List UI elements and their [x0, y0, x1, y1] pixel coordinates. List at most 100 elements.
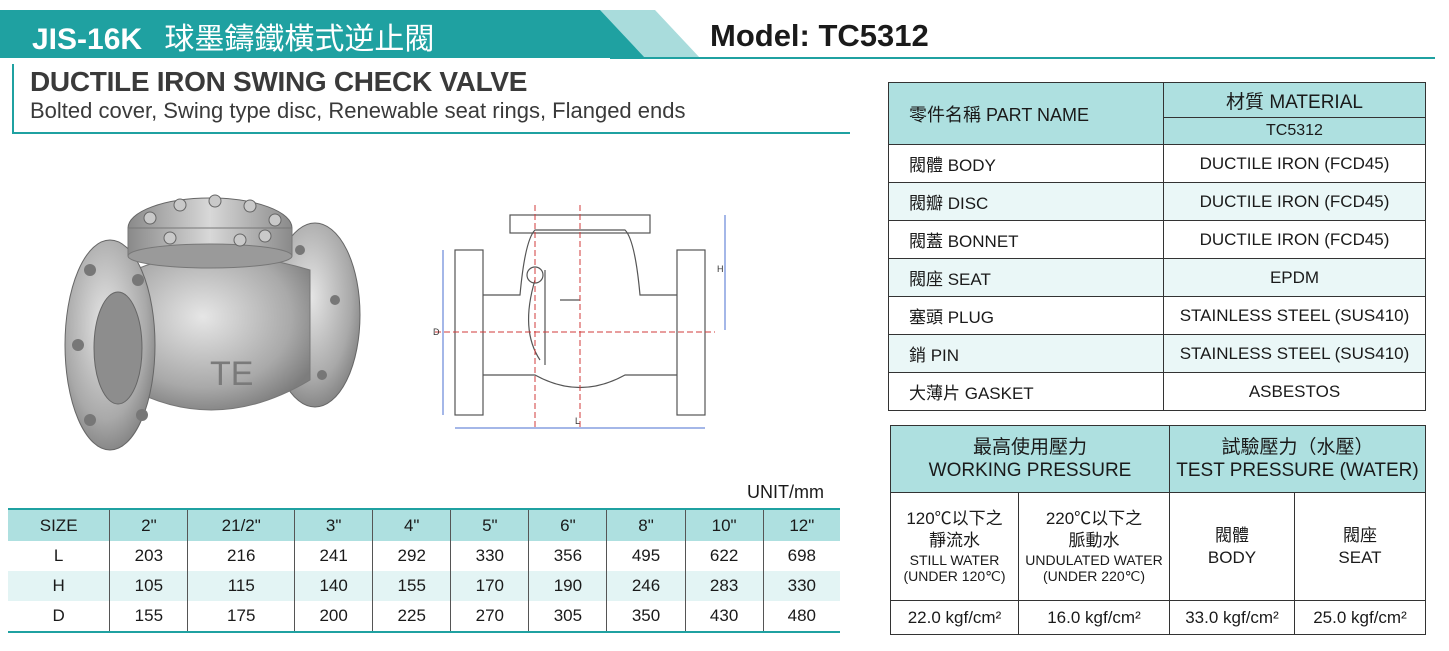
table-cell: 356: [528, 541, 608, 571]
undulated-water-temp: 220℃以下之: [1045, 509, 1143, 528]
model-number: Model: TC5312: [710, 18, 929, 53]
table-cell: 225: [372, 601, 452, 633]
part-name: 閥體 BODY: [888, 144, 1164, 183]
table-cell: 203: [109, 541, 189, 571]
still-water-temp: 120℃以下之: [906, 509, 1003, 528]
pressure-value: 16.0 kgf/cm²: [1018, 600, 1170, 635]
table-cell: 155: [109, 601, 189, 633]
header-rule: [610, 57, 1435, 59]
dim-label-h: H: [717, 264, 724, 274]
table-cell: 430: [685, 601, 764, 633]
header-cell: 12": [763, 508, 840, 541]
part-name: 塞頭 PLUG: [888, 296, 1164, 335]
section-drawing: D L H: [433, 205, 726, 430]
table-cell: L: [8, 541, 111, 571]
pressure-value: 22.0 kgf/cm²: [890, 600, 1019, 635]
test-pressure-en: TEST PRESSURE (WATER): [1176, 460, 1419, 481]
still-water-note: (UNDER 120℃): [903, 568, 1006, 584]
table-cell: 175: [187, 601, 296, 633]
material-value: DUCTILE IRON (FCD45): [1163, 182, 1426, 221]
table-cell: 305: [528, 601, 608, 633]
seat-cell: 閥座 SEAT: [1294, 492, 1426, 601]
undulated-water-cn: 脈動水: [1068, 531, 1120, 550]
still-water-cn: 靜流水: [929, 531, 980, 550]
working-pressure-header: 最高使用壓力 WORKING PRESSURE: [890, 425, 1170, 493]
header-cell: 6": [528, 508, 608, 541]
header-cell: SIZE: [8, 508, 111, 541]
header-cell: 3": [294, 508, 374, 541]
material-value: STAINLESS STEEL (SUS410): [1163, 296, 1426, 335]
header-cell: 10": [685, 508, 764, 541]
table-cell: 216: [187, 541, 296, 571]
header-band: [0, 10, 660, 58]
table-cell: 495: [606, 541, 686, 571]
logo-mark: TE: [210, 355, 253, 393]
title-chinese: 球墨鑄鐵橫式逆止閥: [164, 23, 435, 56]
pressure-value: 25.0 kgf/cm²: [1294, 600, 1426, 635]
standard-code: JIS-16K: [32, 23, 143, 56]
header-title: JIS-16K 球墨鑄鐵橫式逆止閥: [32, 14, 434, 58]
test-pressure-cn: 試驗壓力（水壓）: [1221, 437, 1374, 458]
material-value: DUCTILE IRON (FCD45): [1163, 220, 1426, 259]
still-water-cell: 120℃以下之 靜流水 STILL WATER (UNDER 120℃): [890, 492, 1019, 601]
material-value: EPDM: [1163, 258, 1426, 297]
header-cell: 2": [109, 508, 189, 541]
body-en: BODY: [1207, 547, 1257, 567]
material-table: 零件名稱 PART NAME 材質 MATERIAL TC5312 閥體 BOD…: [888, 82, 1426, 411]
still-water-en: STILL WATER: [909, 552, 1000, 568]
table-cell: 241: [294, 541, 374, 571]
unit-label: UNIT/mm: [747, 482, 824, 502]
table-cell: 200: [294, 601, 374, 633]
material-value: STAINLESS STEEL (SUS410): [1163, 334, 1426, 373]
table-cell: 330: [450, 541, 530, 571]
product-subtitle: Bolted cover, Swing type disc, Renewable…: [30, 98, 686, 123]
body-cell: 閥體 BODY: [1169, 492, 1295, 601]
seat-en: SEAT: [1338, 547, 1382, 567]
part-name: 大薄片 GASKET: [888, 372, 1164, 411]
table-cell: H: [8, 571, 111, 601]
table-cell: 105: [109, 571, 189, 601]
header-cell: 8": [606, 508, 686, 541]
header-cell: 5": [450, 508, 530, 541]
size-header-row: SIZE 2" 21/2" 3" 4" 5" 6" 8" 10" 12": [8, 508, 840, 541]
part-name: 閥座 SEAT: [888, 258, 1164, 297]
header-cell: 4": [372, 508, 452, 541]
table-cell: 350: [606, 601, 686, 633]
table-cell: 190: [528, 571, 608, 601]
subheading-frame: [12, 64, 850, 134]
valve-photo: TE: [64, 194, 361, 451]
header-cell: 21/2": [187, 508, 296, 541]
test-pressure-header: 試驗壓力（水壓） TEST PRESSURE (WATER): [1169, 425, 1426, 493]
working-pressure-en: WORKING PRESSURE: [928, 460, 1132, 481]
table-row: D 155 175 200 225 270 305 350 430 480: [8, 601, 840, 633]
body-cn: 閥體: [1215, 525, 1249, 545]
table-cell: 480: [763, 601, 840, 633]
product-title: DUCTILE IRON SWING CHECK VALVE: [30, 66, 528, 97]
part-name-header: 零件名稱 PART NAME: [888, 82, 1164, 145]
seat-cn: 閥座: [1343, 525, 1377, 545]
table-cell: 270: [450, 601, 530, 633]
size-table: SIZE 2" 21/2" 3" 4" 5" 6" 8" 10" 12" L 2…: [8, 508, 840, 633]
table-row: H 105 115 140 155 170 190 246 283 330: [8, 571, 840, 601]
table-cell: 170: [450, 571, 530, 601]
part-name: 銷 PIN: [888, 334, 1164, 373]
pressure-table: 最高使用壓力 WORKING PRESSURE 試驗壓力（水壓） TEST PR…: [890, 425, 1426, 635]
table-cell: 155: [372, 571, 452, 601]
material-header: 材質 MATERIAL: [1163, 82, 1426, 118]
table-cell: 115: [187, 571, 296, 601]
table-row: L 203 216 241 292 330 356 495 622 698: [8, 541, 840, 571]
material-value: DUCTILE IRON (FCD45): [1163, 144, 1426, 183]
table-cell: D: [8, 601, 111, 633]
pressure-value: 33.0 kgf/cm²: [1169, 600, 1295, 635]
material-value: ASBESTOS: [1163, 372, 1426, 411]
table-cell: 246: [606, 571, 686, 601]
table-cell: 140: [294, 571, 374, 601]
table-cell: 622: [685, 541, 764, 571]
